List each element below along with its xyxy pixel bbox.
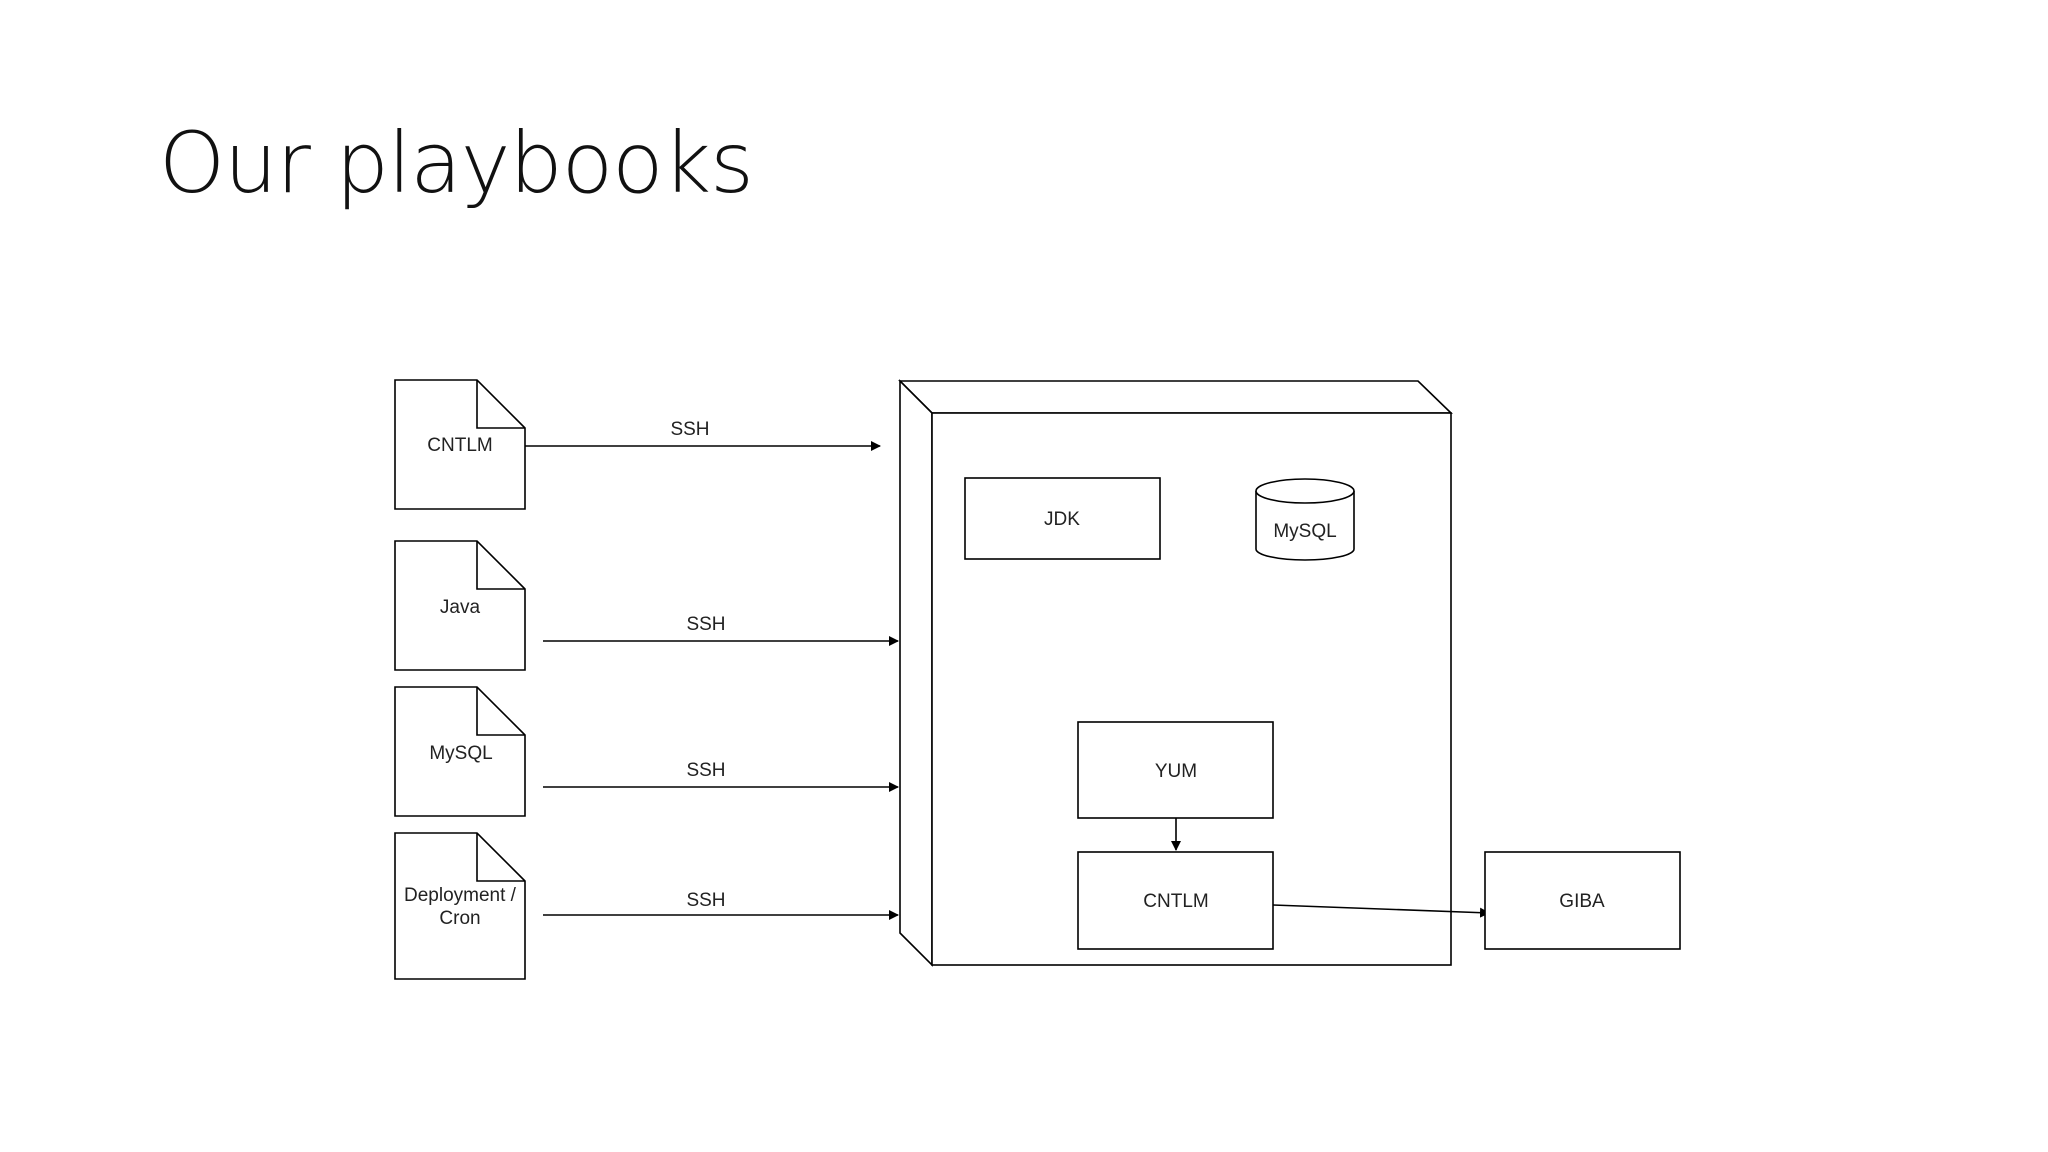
yum-label: YUM <box>1155 761 1197 782</box>
playbook-deployment-label-line1: Deployment / <box>404 885 517 906</box>
playbook-java-label: Java <box>440 597 481 618</box>
cntlm-to-giba-arrow <box>1272 904 1490 918</box>
cntlm-label: CNTLM <box>1143 891 1208 912</box>
giba-label: GIBA <box>1559 891 1605 912</box>
ssh-connector-java: SSH <box>543 614 899 646</box>
playbook-cntlm-label: CNTLM <box>427 435 492 456</box>
jdk-component: JDK <box>964 477 1161 560</box>
ssh-connector-mysql: SSH <box>543 760 899 792</box>
playbook-deployment-cron: Deployment / Cron <box>394 832 526 980</box>
ssh-label-java: SSH <box>686 614 725 635</box>
ssh-label-deployment: SSH <box>686 890 725 911</box>
ssh-label-mysql: SSH <box>686 760 725 781</box>
mysql-database-label: MySQL <box>1273 521 1336 542</box>
mysql-database-icon: MySQL <box>1255 478 1355 561</box>
jdk-label: JDK <box>1044 509 1080 530</box>
playbook-mysql: MySQL <box>394 686 526 817</box>
playbook-cntlm: CNTLM <box>394 379 526 510</box>
playbook-java: Java <box>394 540 526 671</box>
slide-title: Our playbooks <box>159 114 754 212</box>
ssh-label-cntlm: SSH <box>670 419 709 440</box>
giba-component: GIBA <box>1484 851 1681 950</box>
ssh-connector-cntlm: SSH <box>525 419 881 451</box>
cntlm-component: CNTLM <box>1077 851 1274 950</box>
ssh-connector-deployment: SSH <box>543 890 899 920</box>
playbook-mysql-label: MySQL <box>429 743 492 764</box>
yum-component: YUM <box>1077 721 1274 819</box>
playbook-deployment-label-line2: Cron <box>439 908 480 929</box>
